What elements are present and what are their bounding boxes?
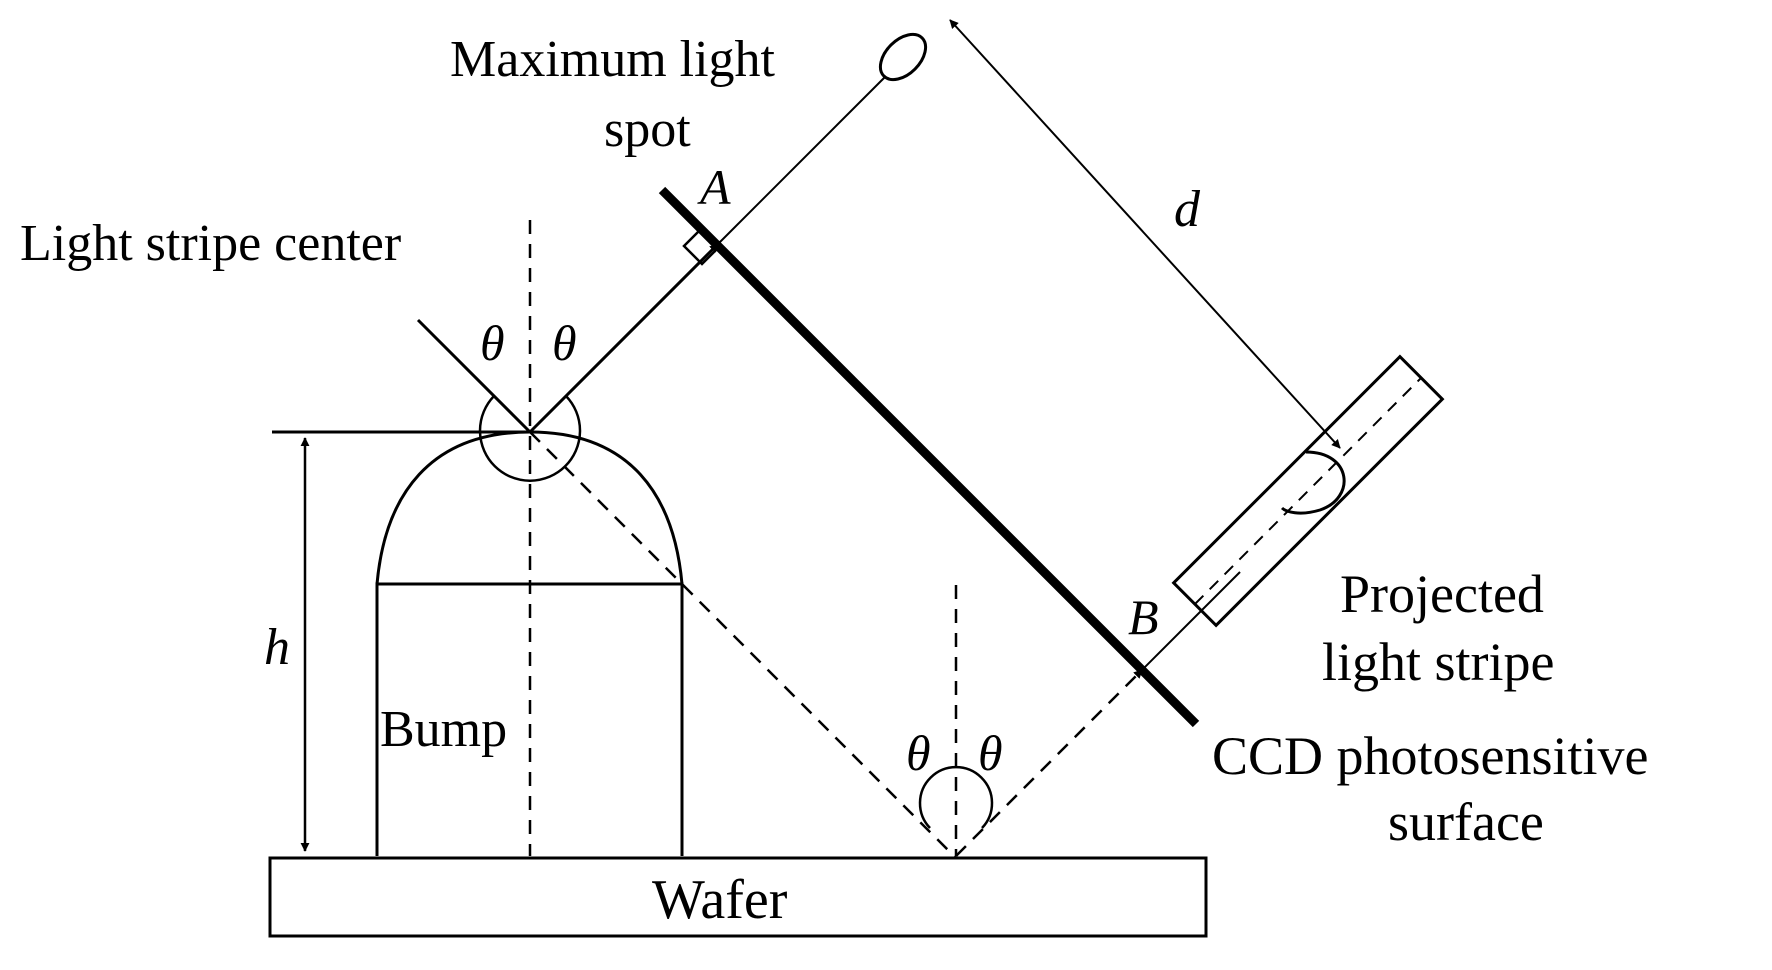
dashed-ray-to-wafer xyxy=(529,431,957,859)
bump-label: Bump xyxy=(380,701,507,758)
ccd-label-2: surface xyxy=(1388,792,1544,852)
stripe-center-label: Light stripe center xyxy=(20,215,401,272)
distance-dimension-arrow xyxy=(949,19,1341,449)
projected-stripe xyxy=(1171,354,1445,628)
max-spot-label-2: spot xyxy=(604,101,691,158)
incident-ray xyxy=(416,318,532,434)
ray-b-to-stripe xyxy=(1141,571,1241,671)
distance-d-label: d xyxy=(1174,181,1201,238)
projected-label-1: Projected xyxy=(1340,564,1544,624)
theta-right-wafer: θ xyxy=(978,725,1003,781)
ccd-surface xyxy=(658,186,1200,728)
height-h-label: h xyxy=(264,619,290,676)
apex-angle-arc xyxy=(478,395,582,482)
theta-right-apex: θ xyxy=(552,315,577,371)
right-angle-marker xyxy=(682,227,719,266)
ray-a-to-spot xyxy=(717,75,887,245)
wafer-angle-arc xyxy=(918,765,994,829)
wafer-label: Wafer xyxy=(652,869,788,931)
projected-label-2: light stripe xyxy=(1322,632,1554,692)
ccd-label-1: CCD photosensitive xyxy=(1212,726,1649,786)
reflected-ray-to-a xyxy=(528,242,720,434)
theta-left-wafer: θ xyxy=(906,725,931,781)
point-b-label: B xyxy=(1128,589,1159,645)
wafer-rect xyxy=(268,856,1208,938)
stripe-profile-curve xyxy=(1280,450,1346,515)
point-a-label: A xyxy=(697,159,731,215)
max-spot-label-1: Maximum light xyxy=(450,31,776,88)
max-light-spot xyxy=(878,32,928,82)
dashed-ray-to-b xyxy=(955,669,1143,857)
theta-left-apex: θ xyxy=(480,315,505,371)
